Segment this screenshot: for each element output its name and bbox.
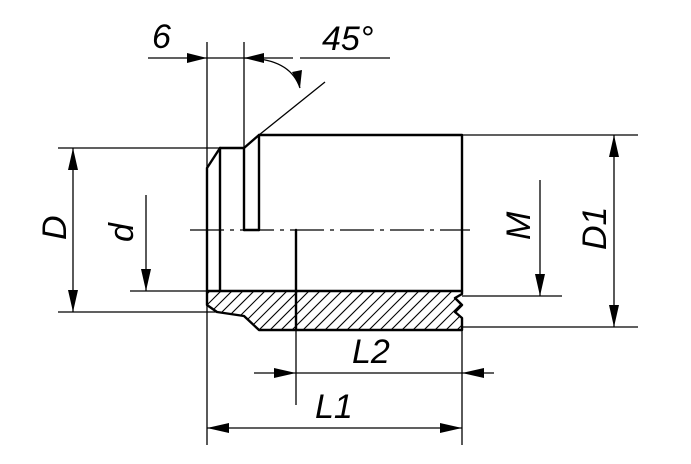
label-thread: M (500, 211, 538, 240)
hatch-line (270, 291, 332, 330)
hatch-line (336, 291, 398, 330)
dim-chamfer-length: 6 (148, 18, 293, 63)
hatch-line (457, 291, 462, 330)
label-outer-diameter: D (36, 215, 74, 240)
hatch-line (292, 291, 354, 330)
hatch-line (413, 291, 462, 330)
dim-inner-diameter: d (103, 195, 151, 291)
label-thread-length: L2 (352, 333, 390, 371)
hatch-line (259, 291, 321, 330)
hatch-line (513, 280, 573, 340)
dim-body-diameter: D1 (576, 135, 619, 327)
label-chamfer-length: 6 (152, 18, 171, 56)
dim-total-length: L1 (207, 388, 462, 433)
part-outline (205, 133, 464, 332)
dim-chamfer-angle: 45° (243, 20, 390, 89)
label-body-diameter: D1 (576, 207, 614, 250)
hatch-line (303, 291, 365, 330)
hatch-line (347, 291, 409, 330)
hatch-line (207, 291, 233, 330)
hatch-line (391, 291, 453, 330)
extension-lines (58, 42, 638, 445)
hatch-line (369, 291, 431, 330)
label-inner-diameter: d (103, 222, 141, 242)
label-chamfer-angle: 45° (322, 20, 373, 58)
dim-thread: M (500, 180, 545, 296)
label-total-length: L1 (315, 388, 353, 426)
hatch-line (491, 280, 551, 340)
hatch-line (469, 280, 529, 340)
hatch-line (237, 291, 299, 330)
hatch-line (402, 291, 462, 330)
hatch-line (248, 291, 310, 330)
hatch-line (207, 291, 222, 330)
hatch-line (207, 291, 211, 330)
hatch-line (380, 291, 442, 330)
hatch-line (314, 291, 376, 330)
hatch-line (502, 280, 562, 340)
hatch-line (281, 291, 343, 330)
hatch-line (226, 291, 288, 330)
hatch-line (207, 291, 266, 330)
hatch-line (358, 291, 420, 330)
hatch-line (325, 291, 387, 330)
hatch-line (480, 280, 540, 340)
outer-contour (205, 133, 464, 332)
dim-thread-length: L2 (254, 333, 494, 378)
hatch-line (207, 291, 255, 330)
hatch-line (424, 291, 462, 330)
dim-outer-diameter: D (36, 148, 78, 312)
hatch-line (215, 291, 277, 330)
